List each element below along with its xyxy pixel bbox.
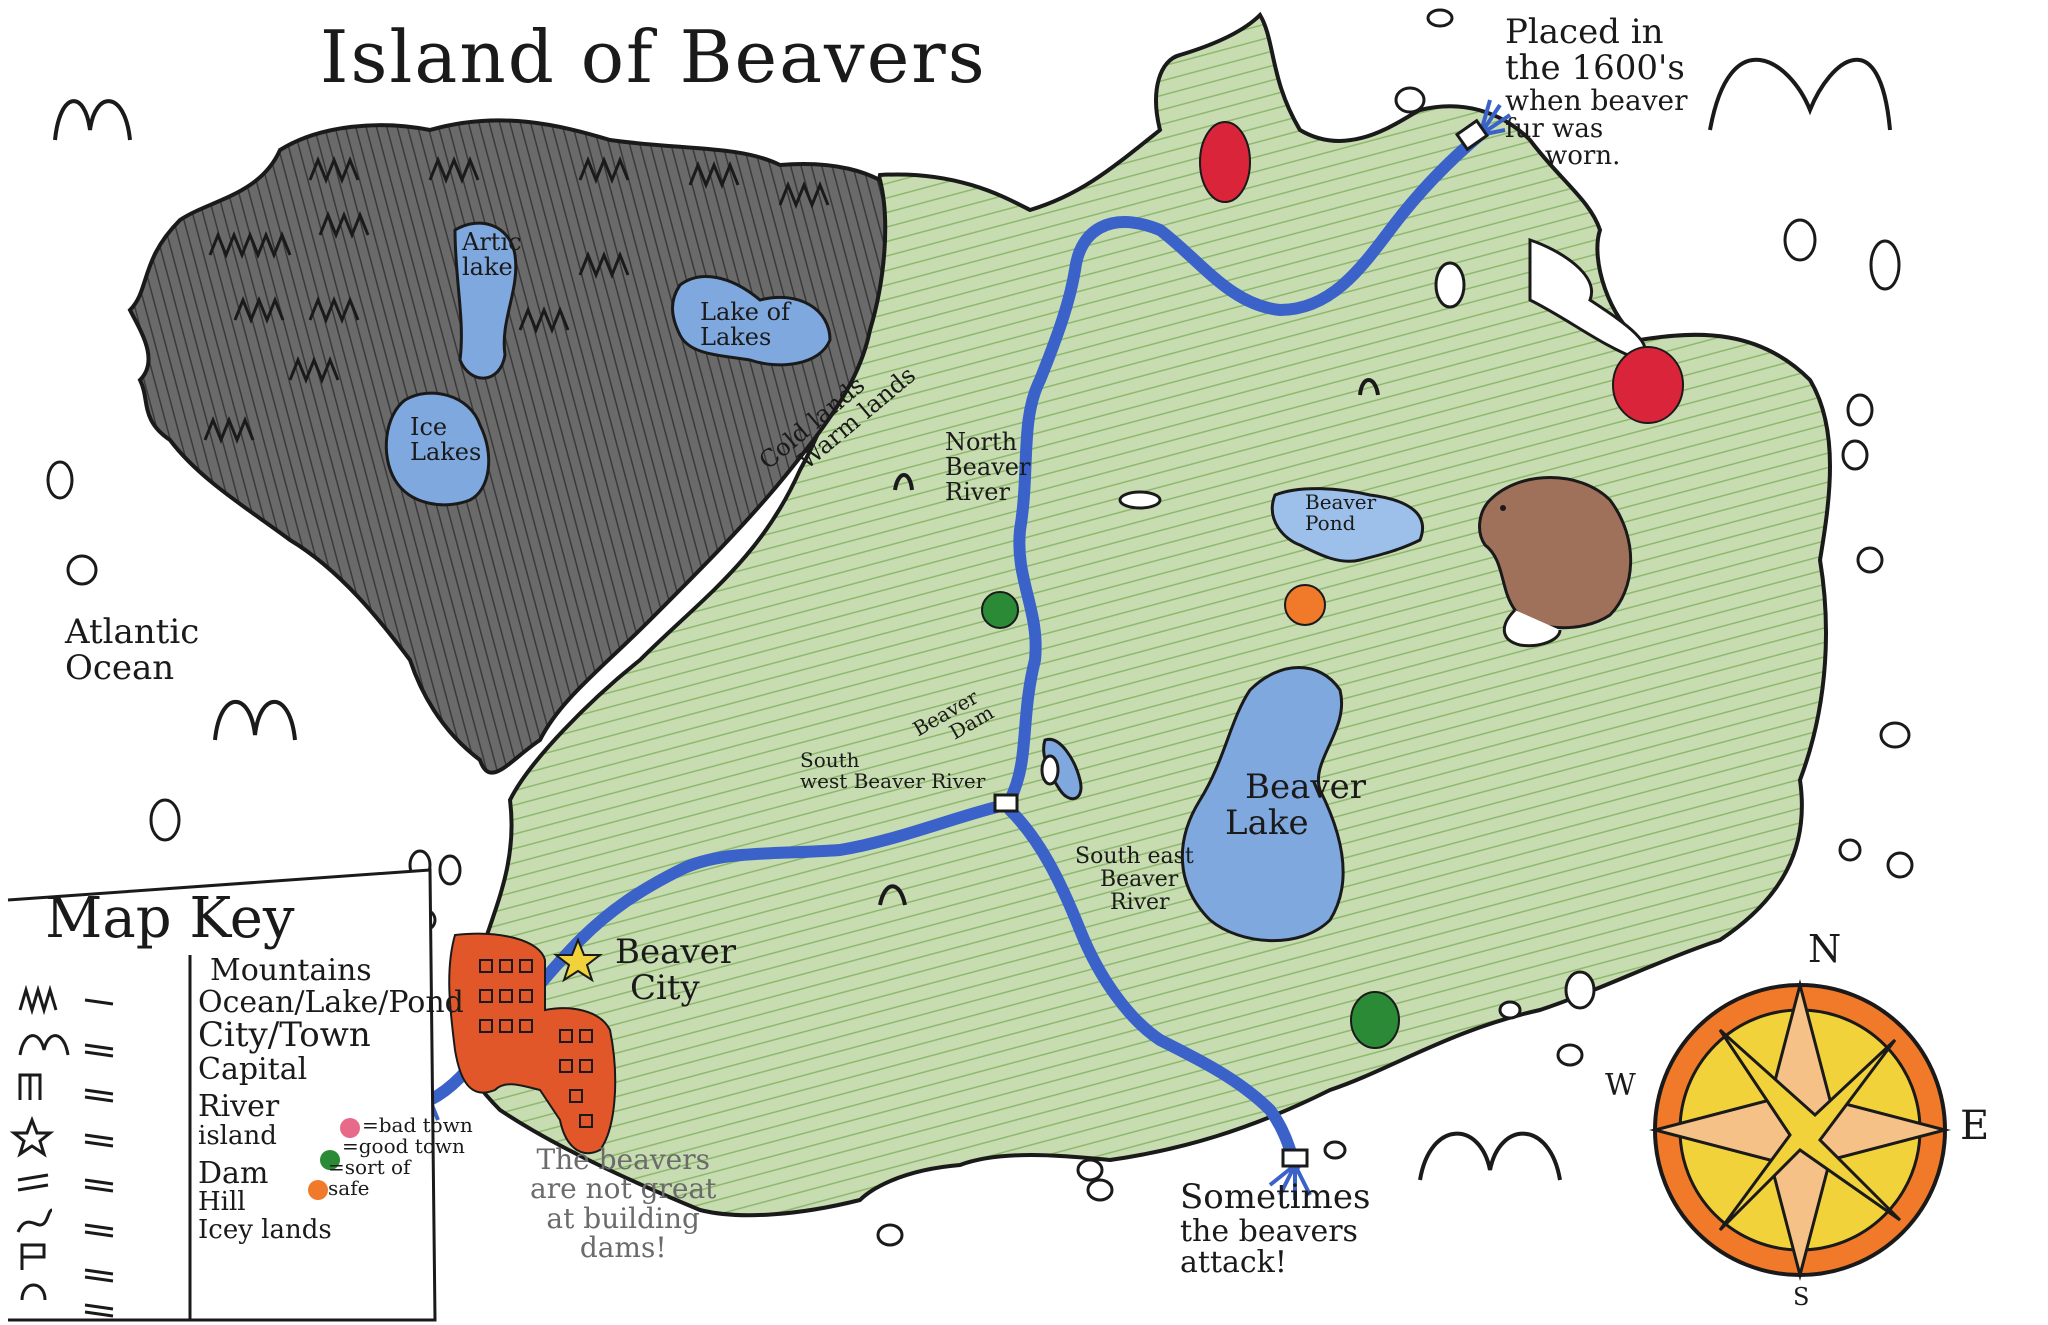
beaver-lake-label: Beaver Lake xyxy=(1225,767,1366,843)
arctic-lake-label: Artic lake xyxy=(462,228,522,282)
beaver-city-label: Beaver City xyxy=(615,932,736,1008)
beaver-pond xyxy=(1270,487,1424,563)
label-line: Beaver xyxy=(615,932,736,972)
label-line: Artic xyxy=(462,228,522,256)
atlantic-ocean-label: Atlantic Ocean xyxy=(65,612,200,688)
bad-town-icon xyxy=(1612,346,1684,424)
offshore-islands xyxy=(46,8,1914,1247)
label-line: Lakes xyxy=(410,438,482,467)
ice-lakes-label: Ice Lakes xyxy=(410,413,482,467)
compass-north: N xyxy=(1808,927,1842,971)
note-line: at building xyxy=(546,1201,700,1235)
key-good-town-icon xyxy=(320,1150,340,1170)
beaver-city xyxy=(448,932,617,1155)
label-line: Ocean xyxy=(65,647,175,688)
ocean-mountain-icons xyxy=(53,58,1892,1181)
note-line: worn. xyxy=(1545,141,1621,172)
ice-lakes xyxy=(384,391,491,507)
label-line: Beaver xyxy=(1100,867,1179,893)
label-line: City xyxy=(630,967,700,1008)
note-line: the beavers xyxy=(1180,1213,1358,1249)
note-line: attack! xyxy=(1180,1245,1287,1281)
key-bad-town-label: =bad town xyxy=(362,1113,473,1137)
beaver-icon xyxy=(1478,476,1633,648)
key-bad-town-icon xyxy=(340,1118,360,1138)
bad-town-icon xyxy=(1199,121,1251,203)
label-line: Pond xyxy=(1305,511,1356,535)
note-line: Placed in xyxy=(1505,12,1664,52)
key-safe-town-icon xyxy=(308,1180,328,1200)
ne-river-mouth xyxy=(1478,99,1512,137)
label-line: South xyxy=(800,748,860,772)
label-line: River xyxy=(945,478,1010,507)
key-town-legend: =bad town =good town =sort of safe xyxy=(328,1113,473,1199)
safe-town-icon xyxy=(1284,584,1326,626)
key-item-capital: Capital xyxy=(198,1051,308,1087)
map-key-box xyxy=(7,868,437,1322)
good-town-icon xyxy=(1350,991,1400,1049)
dam-icon xyxy=(1454,118,1490,152)
label-line: Lake xyxy=(1225,802,1309,843)
north-beaver-river xyxy=(1004,129,1486,806)
arctic-lake xyxy=(453,221,518,380)
note-line: fur was xyxy=(1505,113,1604,144)
label-line: Lake of xyxy=(700,298,790,326)
label-line: Beaver xyxy=(945,453,1031,482)
southeast-beaver-river xyxy=(1004,804,1301,1171)
label-line: North xyxy=(945,428,1018,456)
note-line: when beaver xyxy=(1505,84,1688,118)
key-item-icey-lands: Icey lands xyxy=(198,1214,332,1245)
mountain-icons xyxy=(203,155,830,445)
label-line: Beaver xyxy=(1245,767,1366,807)
southwest-beaver-river-label: South west Beaver River xyxy=(800,750,985,792)
key-item-dam: Dam xyxy=(198,1155,269,1191)
label-line: Lakes xyxy=(700,323,772,352)
key-safe-town-label: =sort of safe xyxy=(328,1155,411,1200)
note-line: the 1600's xyxy=(1505,47,1685,88)
note-line: The beavers xyxy=(536,1143,710,1176)
key-item-water: Ocean/Lake/Pond xyxy=(198,984,464,1020)
beaver-lake xyxy=(1180,666,1345,943)
key-item-river: River xyxy=(198,1089,280,1125)
north-beaver-river-label: North Beaver River xyxy=(945,428,1031,507)
note-line: Sometimes xyxy=(1180,1177,1371,1217)
beaver-pond-label: Beaver Pond xyxy=(1305,492,1376,534)
good-town-icon xyxy=(981,591,1019,629)
note-line: are not great xyxy=(530,1172,717,1206)
lake-of-lakes xyxy=(671,275,832,367)
key-item-hill: Hill xyxy=(198,1187,246,1218)
dam-icon xyxy=(993,793,1019,813)
dams-note: The beavers are not great at building da… xyxy=(530,1145,716,1263)
map-title: Island of Beavers xyxy=(320,15,987,99)
label-line: west Beaver River xyxy=(800,769,986,793)
compass-west: W xyxy=(1605,1068,1636,1103)
map-key-title: Map Key xyxy=(45,886,295,951)
label-line: Ice xyxy=(410,413,448,441)
label-line: Atlantic xyxy=(65,612,200,652)
key-symbols xyxy=(9,984,114,1318)
s-river-mouth xyxy=(1268,1163,1312,1200)
map-key-items: Mountains Ocean/Lake/Pond City/Town Capi… xyxy=(198,955,464,1244)
attack-note: Sometimes the beavers attack! xyxy=(1180,1177,1371,1281)
compass-east: E xyxy=(1960,1103,1990,1149)
city-windows xyxy=(479,959,593,1128)
lake-of-lakes-label: Lake of Lakes xyxy=(700,298,790,352)
placed-note: Placed in the 1600's when beaver fur was… xyxy=(1505,12,1688,172)
label-line: River xyxy=(1110,890,1170,916)
key-item-city: City/Town xyxy=(198,1015,371,1055)
compass-rose xyxy=(1649,979,1951,1281)
capital-star-icon xyxy=(553,937,603,983)
note-line: dams! xyxy=(579,1231,667,1265)
east-inlet xyxy=(1528,237,1647,362)
key-good-town-label: =good town xyxy=(342,1134,465,1158)
label-line: lake xyxy=(462,253,513,282)
compass-south: S xyxy=(1793,1283,1810,1311)
key-item-island: island xyxy=(198,1120,277,1151)
label-line: South east xyxy=(1075,844,1194,869)
key-item-mountains: Mountains xyxy=(210,953,372,988)
label-line: Beaver xyxy=(1305,490,1377,514)
dam-icon xyxy=(1281,1148,1309,1168)
southeast-beaver-river-label: South east Beaver River xyxy=(1075,845,1194,914)
